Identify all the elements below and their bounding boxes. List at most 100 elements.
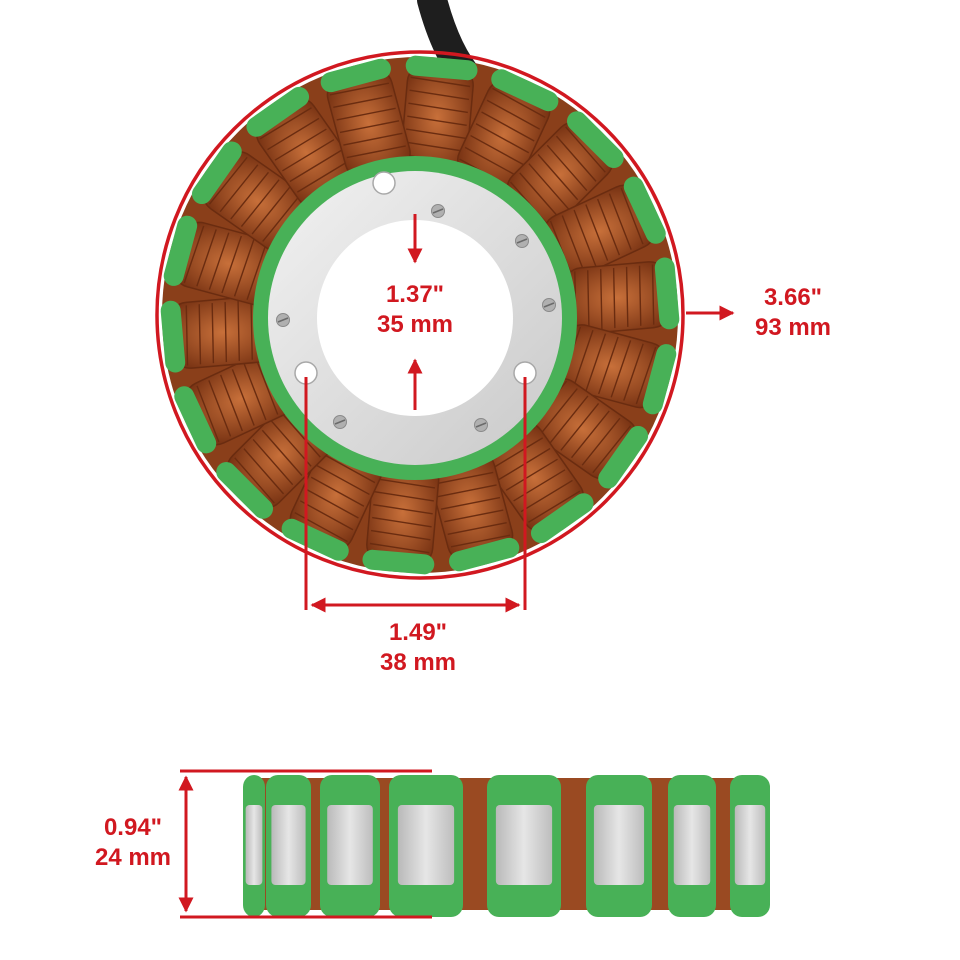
coil-winding [339, 120, 400, 134]
outer-diameter-outline [155, 50, 685, 580]
screw-slot [334, 419, 346, 425]
coil-winding [572, 330, 594, 388]
coil-winding [208, 380, 232, 437]
coil-winding [447, 521, 507, 535]
coil-winding [224, 301, 228, 363]
coil-winding [234, 457, 275, 504]
stator-pole [543, 176, 666, 279]
coil-winding [490, 437, 544, 470]
coil-winding [198, 304, 202, 365]
coil-winding [230, 171, 270, 220]
inner-diameter-label: 1.37" 35 mm [355, 280, 475, 340]
pole-tip [281, 518, 349, 561]
coil-winding [409, 89, 470, 101]
coil-winding [450, 534, 511, 548]
coil-winding [608, 193, 632, 250]
coil-winding [329, 82, 390, 96]
coil-winding [651, 264, 655, 325]
coil-winding [623, 343, 644, 401]
mount-hole [372, 171, 396, 195]
coil-winding [289, 149, 342, 183]
coil-winding [546, 144, 588, 192]
coil-winding [185, 305, 189, 366]
coil-winding [470, 134, 524, 166]
coil-winding [196, 385, 220, 443]
pole-tip [530, 493, 594, 544]
coil-winding [261, 429, 303, 476]
side-poles [243, 775, 770, 917]
coil-winding [486, 99, 541, 130]
coil-winding [208, 156, 248, 205]
coil-winding [299, 500, 354, 531]
coil-winding [587, 270, 590, 331]
coil-winding [597, 336, 619, 395]
coil-winding [219, 374, 244, 432]
coil-winding [440, 496, 501, 510]
pole-tip [174, 386, 217, 454]
thickness-label: 0.94" 24 mm [78, 813, 188, 873]
stator-side-view [243, 775, 770, 917]
stator-pole [362, 458, 440, 575]
stator-pole [163, 215, 285, 306]
coil-winding [596, 198, 621, 256]
coil-winding [520, 479, 573, 513]
coil-winding [196, 229, 217, 287]
side-pole-face [397, 805, 455, 885]
coil-winding [237, 300, 241, 361]
stator-top-view [160, 55, 680, 575]
coil-winding [475, 123, 530, 154]
coil-winding [560, 402, 600, 451]
screw-slot [432, 208, 444, 214]
coil-winding [333, 95, 393, 109]
thickness-mm: 24 mm [94, 844, 172, 871]
coil-winding [573, 209, 597, 267]
coil-winding [305, 488, 359, 519]
coil-winding [408, 102, 468, 114]
pole-tip [598, 425, 649, 489]
coil-winding [519, 172, 560, 219]
inner-diameter-mm: 35 mm [376, 311, 454, 338]
outer-diameter-inch: 3.66" [763, 284, 823, 311]
side-pole-face [271, 805, 306, 885]
coil-winding [233, 239, 255, 297]
coil-winding [231, 369, 255, 426]
pole-tip [566, 111, 624, 169]
coil-winding [528, 163, 570, 210]
coil-winding [610, 340, 632, 398]
side-pole [243, 775, 265, 917]
side-pole-face [734, 805, 766, 885]
coil-winding [296, 160, 350, 193]
pole-tip [216, 461, 274, 519]
coil-winding [570, 410, 610, 459]
stator-pole [506, 111, 624, 229]
side-pole-face [673, 805, 711, 885]
bolt-spacing-mm: 38 mm [379, 649, 457, 676]
coil-winding [599, 269, 603, 330]
pole-tip [642, 344, 677, 415]
pole-tip [320, 58, 391, 93]
stator-pole [563, 257, 680, 335]
screw-slot [277, 317, 289, 323]
coil-winding [612, 267, 616, 329]
coil-winding [620, 187, 644, 245]
pole-tip [163, 215, 198, 286]
coil-winding [565, 126, 606, 173]
coil-winding [492, 87, 546, 119]
side-pole [668, 775, 716, 917]
coil-winding [635, 346, 657, 405]
coil-winding [537, 154, 579, 201]
coil-winding [280, 411, 321, 458]
coil-winding [374, 491, 434, 502]
coil-winding [246, 242, 268, 300]
coil-winding [252, 438, 294, 486]
bolt-spacing-inch: 1.49" [388, 619, 448, 646]
coil-winding [370, 529, 431, 541]
screw-slot [543, 302, 555, 308]
coil-winding [243, 448, 285, 495]
side-pole-face [245, 805, 263, 885]
coil-winding [404, 141, 465, 152]
inner-diameter-inch: 1.37" [385, 281, 445, 308]
coil-winding [251, 186, 291, 235]
coil-winding [262, 194, 301, 242]
coil-winding [211, 303, 215, 364]
